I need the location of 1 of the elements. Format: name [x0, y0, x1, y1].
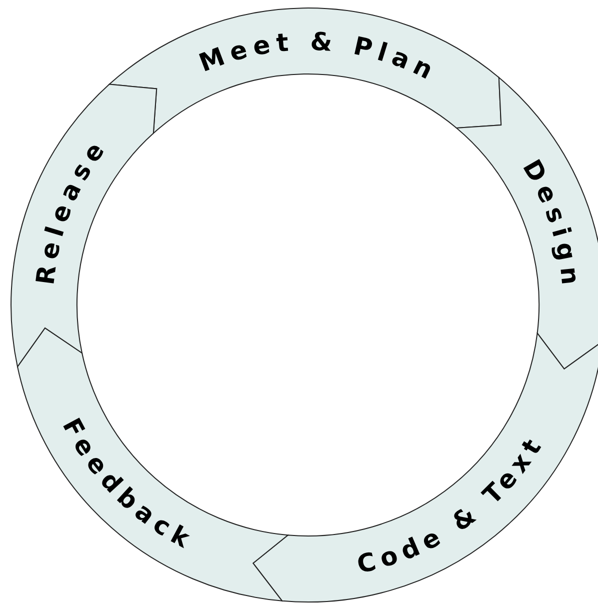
segment-label: Meet & Plan: [195, 26, 443, 88]
